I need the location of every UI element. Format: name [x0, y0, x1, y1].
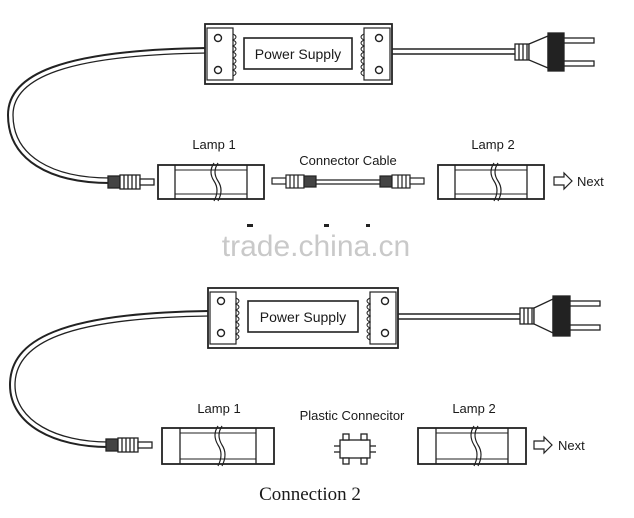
- power-supply-box-2: Power Supply: [207, 287, 399, 349]
- connector-cable-label-1: Connector Cable: [299, 153, 397, 168]
- next-arrow-icon-2: [533, 435, 553, 455]
- lamp1-label-2: Lamp 1: [197, 401, 240, 416]
- lamp1-label-1: Lamp 1: [192, 137, 235, 152]
- power-supply-box-1: Power Supply: [204, 23, 393, 85]
- diagram-caption-2: Connection 2: [259, 484, 361, 505]
- lamp-2-unit-2: [417, 425, 527, 467]
- mains-plug-1: [514, 32, 595, 72]
- power-supply-label-2: Power Supply: [260, 309, 346, 325]
- connector-cable-1: [271, 174, 425, 189]
- next-arrow-icon-1: [553, 171, 573, 191]
- plastic-connector-2: [334, 433, 376, 465]
- diagram-connection-1: Power Supply Lamp 1 Connecto: [6, 23, 604, 202]
- lamp2-label-1: Lamp 2: [471, 137, 514, 152]
- mains-plug-2: [519, 295, 601, 337]
- dc-plug-2: [105, 437, 153, 453]
- cropped-caption-fragment: [247, 224, 370, 227]
- next-label-2: Next: [558, 438, 585, 453]
- next-label-1: Next: [577, 174, 604, 189]
- lamp-1-unit-2: [161, 425, 275, 467]
- power-supply-label-1: Power Supply: [255, 46, 341, 62]
- lamp2-label-2: Lamp 2: [452, 401, 495, 416]
- power-cable-2: [8, 310, 210, 448]
- power-cable-1: [6, 47, 208, 184]
- lamp-2-unit-1: [437, 162, 545, 202]
- diagram-connection-2: Power Supply Lamp 1 Plastic: [8, 287, 601, 505]
- plastic-connector-label-2: Plastic Connecitor: [300, 408, 405, 423]
- dc-plug-1: [107, 174, 155, 190]
- watermark-text: trade.china.cn: [222, 230, 410, 263]
- lamp-1-unit-1: [157, 162, 265, 202]
